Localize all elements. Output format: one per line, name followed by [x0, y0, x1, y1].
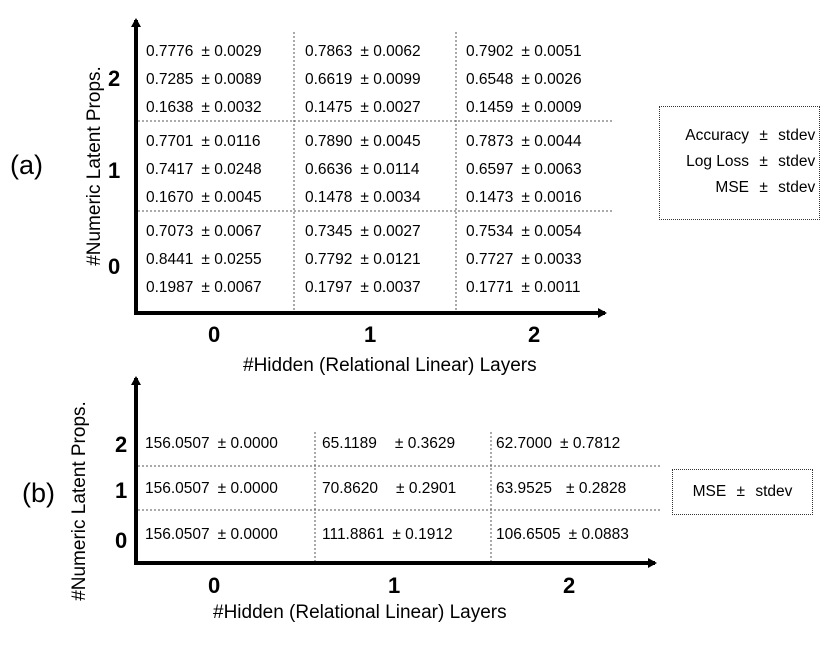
panel-b-ytick-1: 1 [115, 478, 128, 503]
panel-b-cell-y2-x0: 156.0507± 0.0000 [145, 435, 278, 452]
legend-row-accuracy: Accuracy ± stdev [685, 127, 816, 144]
panel-b-cell-y1-x0: 156.0507± 0.0000 [145, 480, 278, 497]
panel-a-x-axis-label: #Hidden (Relational Linear) Layers [243, 355, 537, 376]
panel-a-cell-y0-x0: 0.7073± 0.0067 0.8441± 0.0255 0.1987± 0.… [146, 223, 262, 296]
panel-a-cell-y1-x1: 0.7890± 0.0045 0.6636± 0.0114 0.1478± 0.… [305, 133, 421, 206]
panel-b-cell-y1-x2: 63.9525± 0.2828 [496, 480, 627, 497]
panel-a-y-axis-label: #Numeric Latent Props. [84, 66, 105, 266]
panel-a-xtick-0: 0 [208, 322, 221, 347]
panel-b-label: (b) [22, 478, 55, 508]
panel-b-xtick-2: 2 [563, 573, 576, 598]
panel-b-xtick-0: 0 [208, 573, 221, 598]
panel-a-cell-y1-x0: 0.7701± 0.0116 0.7417± 0.0248 0.1670± 0.… [146, 133, 262, 206]
panel-a-ytick-1: 1 [108, 158, 121, 183]
legend-row-log-loss: Log Loss ± stdev [686, 153, 816, 170]
panel-b-xtick-1: 1 [388, 573, 401, 598]
panel-b-ytick-0: 0 [115, 528, 128, 553]
panel-a-ytick-2: 2 [108, 66, 121, 91]
panel-b-cell-y0-x1: 111.8861± 0.1912 [322, 526, 453, 543]
panel-a-ytick-0: 0 [108, 254, 121, 279]
panel-b-cell-y0-x0: 156.0507± 0.0000 [145, 526, 278, 543]
panel-a-cell-y0-x2: 0.7534± 0.0054 0.7727± 0.0033 0.1771± 0.… [466, 223, 582, 296]
panel-b-legend: MSE ± stdev [672, 469, 813, 515]
panel-a-cell-y2-x0: 0.7776± 0.0029 0.7285± 0.0089 0.1638± 0.… [146, 43, 262, 116]
panel-b-y-axis-label: #Numeric Latent Props. [69, 401, 90, 601]
panel-b-x-axis-label: #Hidden (Relational Linear) Layers [213, 602, 507, 623]
panel-b-cell-y2-x1: 65.1189± 0.3629 [322, 435, 456, 452]
panel-a-cell-y2-x2: 0.7902± 0.0051 0.6548± 0.0026 0.1459± 0.… [466, 43, 582, 116]
panel-a-label: (a) [10, 150, 43, 180]
panel-a-xtick-1: 1 [364, 322, 377, 347]
panel-b-cell-y0-x2: 106.6505± 0.0883 [496, 526, 629, 543]
legend-row-mse: MSE ± stdev [715, 179, 816, 196]
panel-a-legend: Accuracy ± stdev Log Loss ± stdev MSE ± … [659, 106, 820, 220]
panel-b-ytick-2: 2 [115, 432, 128, 457]
panel-b-cell-y2-x2: 62.7000± 0.7812 [496, 435, 621, 452]
panel-a-cell-y1-x2: 0.7873± 0.0044 0.6597± 0.0063 0.1473± 0.… [466, 133, 582, 206]
panel-a-cell-y0-x1: 0.7345± 0.0027 0.7792± 0.0121 0.1797± 0.… [305, 223, 421, 296]
panel-a-xtick-2: 2 [528, 322, 541, 347]
panel-a-cell-y2-x1: 0.7863± 0.0062 0.6619± 0.0099 0.1475± 0.… [305, 43, 421, 116]
panel-b-cell-y1-x1: 70.8620± 0.2901 [322, 480, 457, 497]
